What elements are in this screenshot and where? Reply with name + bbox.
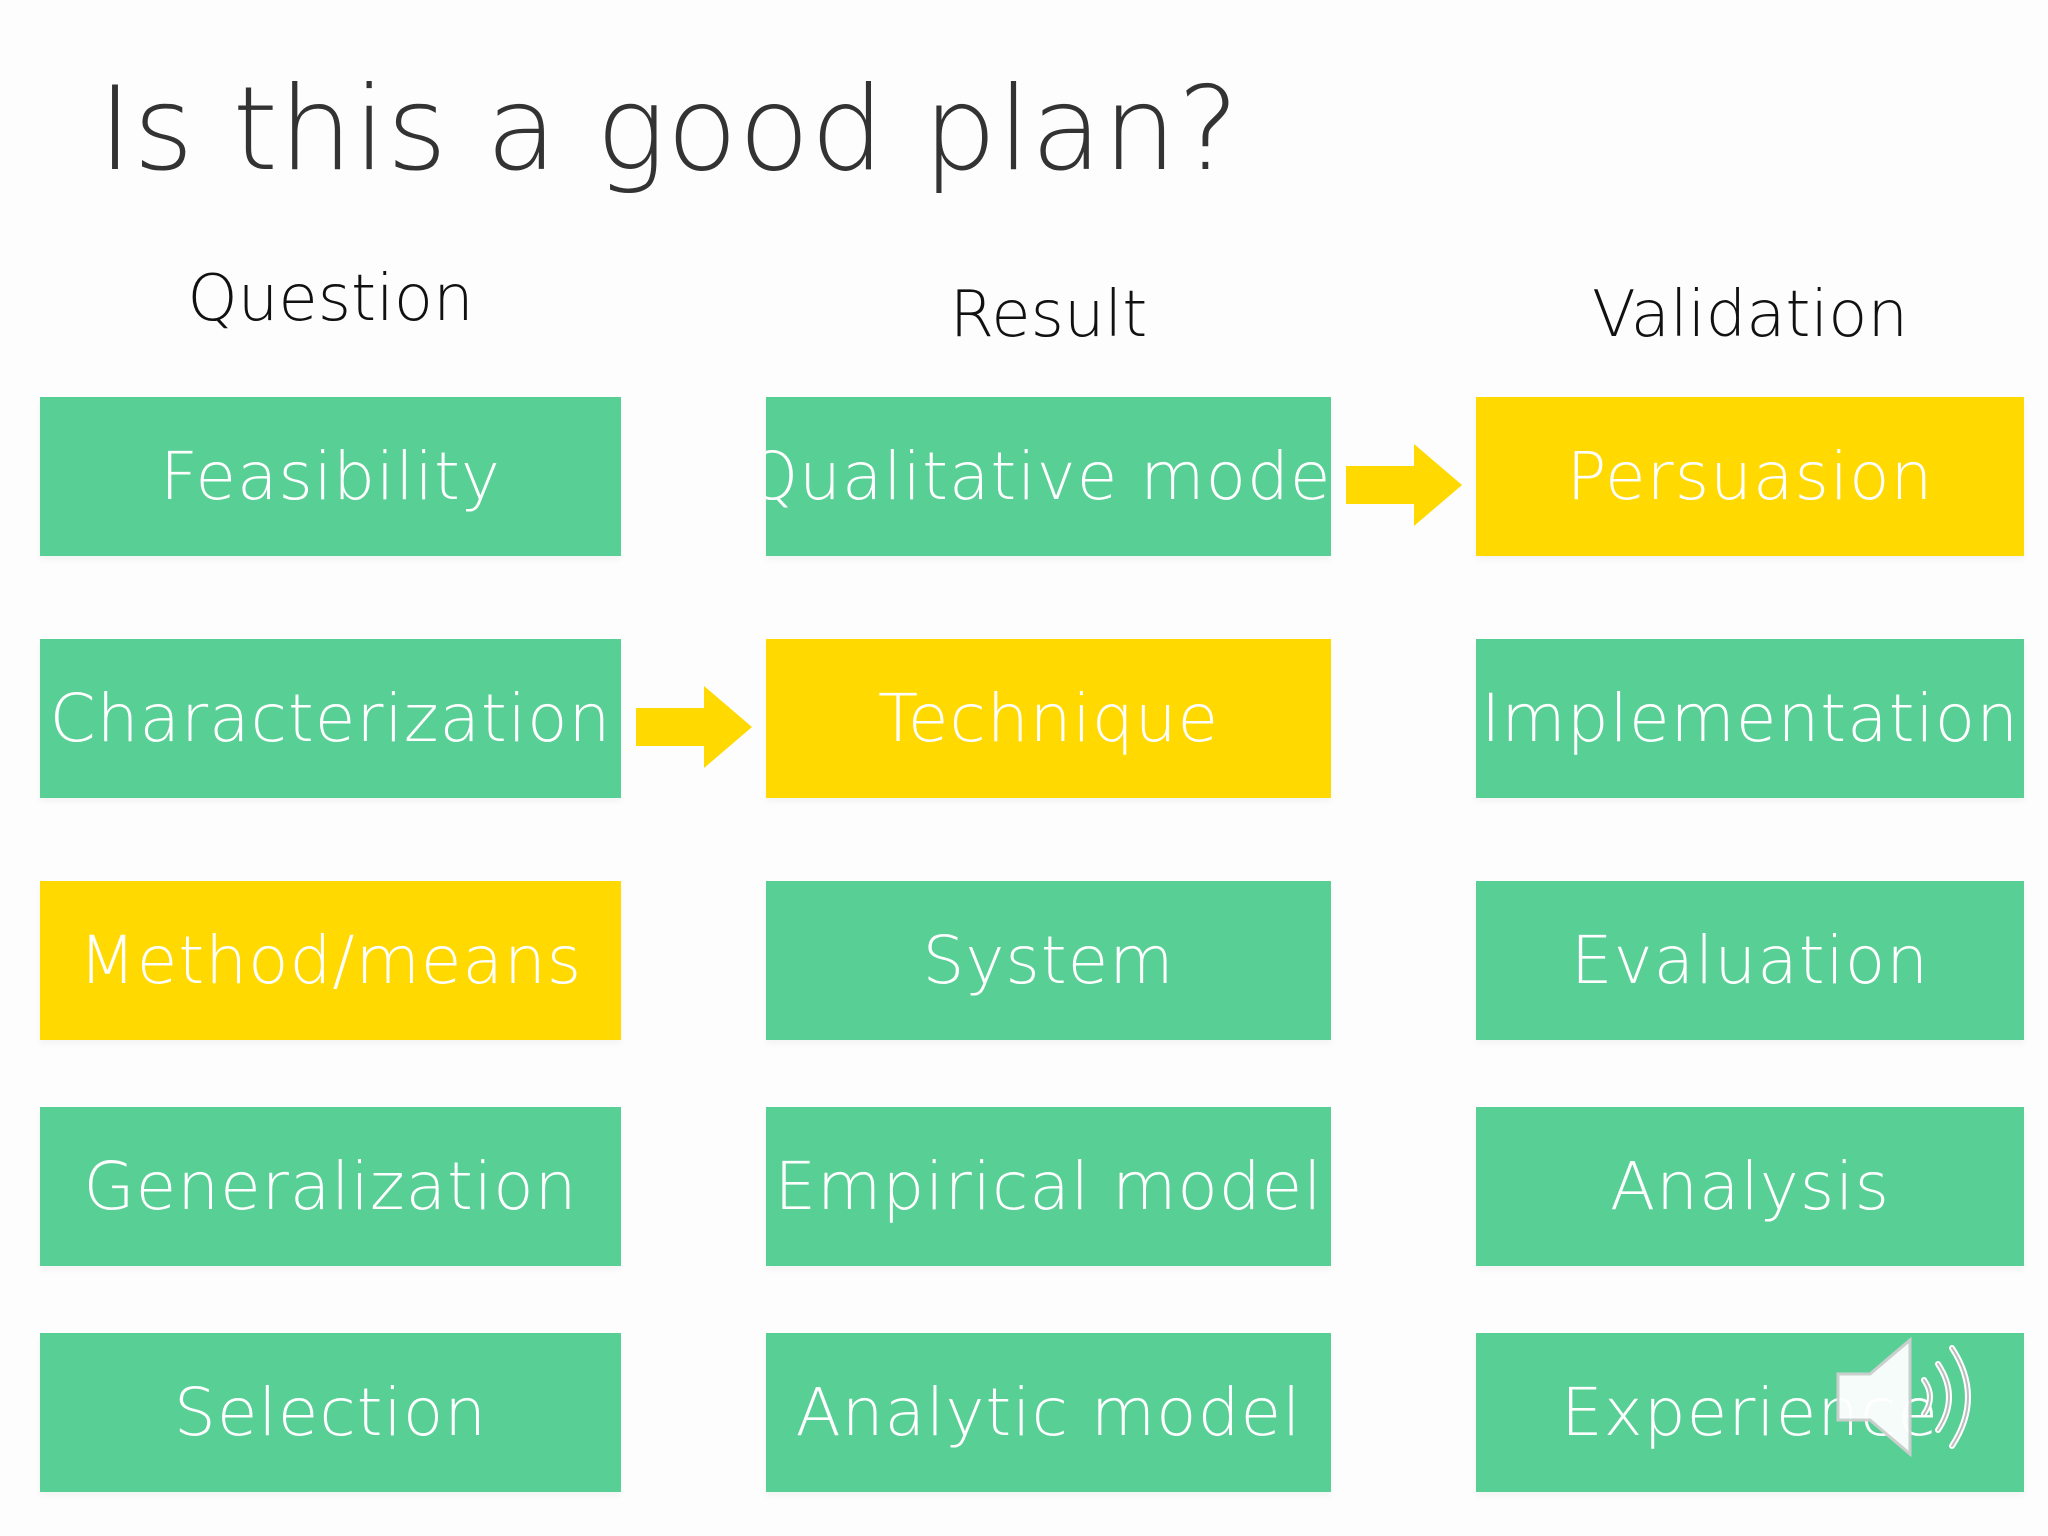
page-title: Is this a good plan? [98, 62, 1241, 197]
column-header-question: Question [187, 262, 474, 336]
validation-box-implementation: Implementation [1476, 639, 2024, 798]
right-arrow-icon [636, 686, 752, 768]
right-arrow-icon [1346, 444, 1462, 526]
speaker-icon[interactable] [1832, 1332, 1992, 1462]
question-box-feasibility: Feasibility [40, 397, 621, 556]
question-box-method-means: Method/means [40, 881, 621, 1040]
result-box-technique: Technique [766, 639, 1331, 798]
validation-box-analysis: Analysis [1476, 1107, 2024, 1266]
validation-box-evaluation: Evaluation [1476, 881, 2024, 1040]
result-box-empirical-model: Empirical model [766, 1107, 1331, 1266]
column-header-result: Result [949, 278, 1148, 352]
column-header-validation: Validation [1591, 278, 1909, 352]
validation-box-persuasion: Persuasion [1476, 397, 2024, 556]
question-box-selection: Selection [40, 1333, 621, 1492]
result-box-system: System [766, 881, 1331, 1040]
question-box-generalization: Generalization [40, 1107, 621, 1266]
result-box-qualitative-model: Qualitative model [766, 397, 1331, 556]
question-box-characterization: Characterization [40, 639, 621, 798]
result-box-analytic-model: Analytic model [766, 1333, 1331, 1492]
